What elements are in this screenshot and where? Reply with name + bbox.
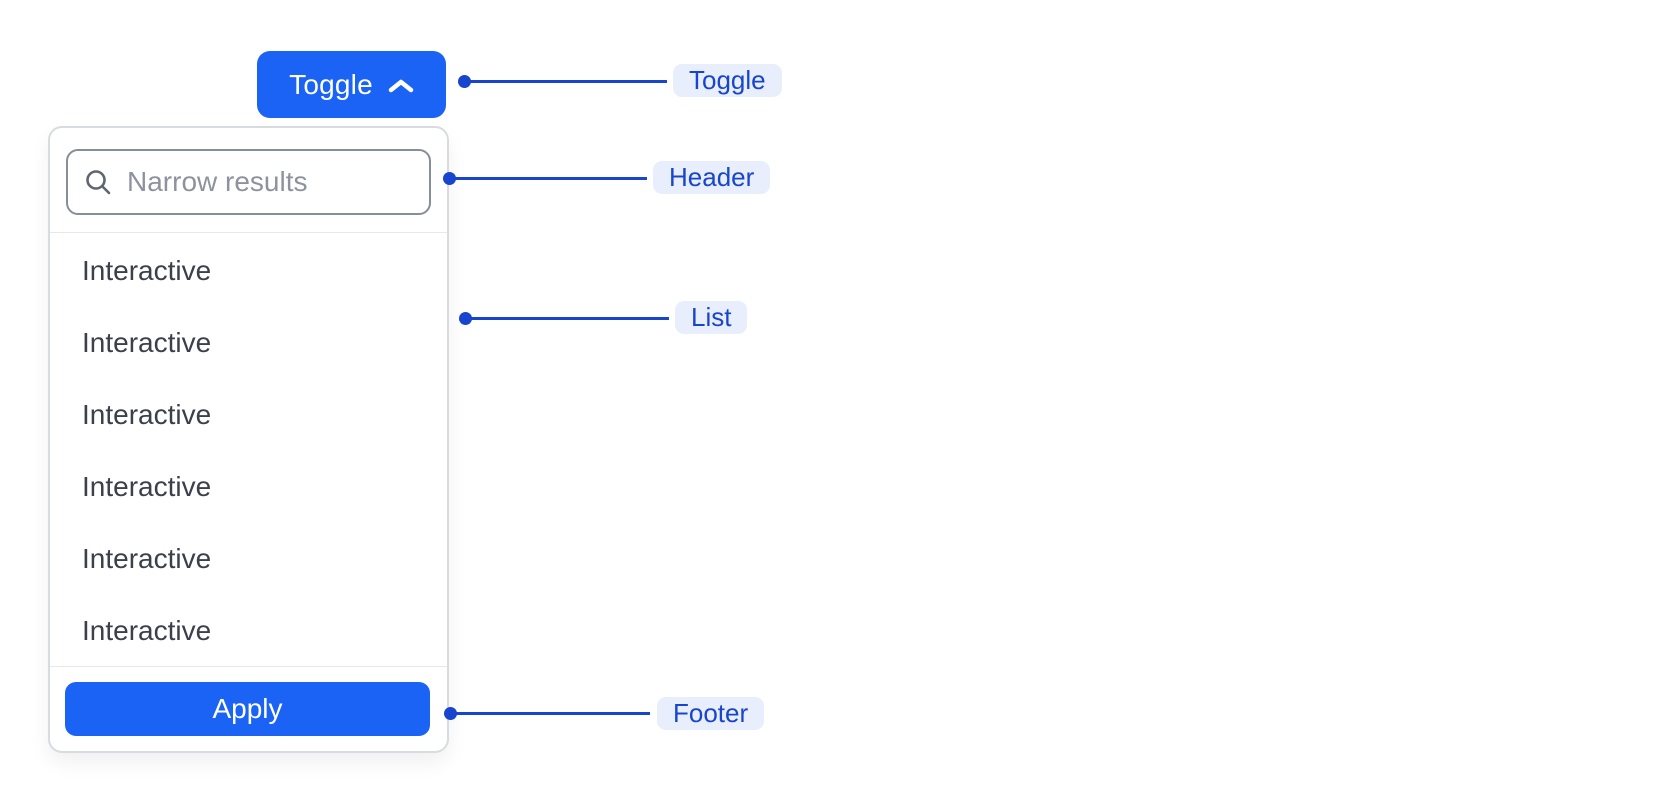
annotation-line-footer: [450, 712, 650, 715]
annotation-line-list: [465, 317, 669, 320]
search-input[interactable]: [125, 165, 413, 199]
annotation-line-toggle: [464, 80, 667, 83]
annotation-label-toggle: Toggle: [673, 64, 782, 97]
dropdown-header: [50, 128, 447, 233]
dropdown-list: Interactive Interactive Interactive Inte…: [50, 233, 447, 666]
annotation-label-footer: Footer: [657, 697, 765, 730]
search-box[interactable]: [66, 149, 431, 215]
toggle-button[interactable]: Toggle: [257, 51, 446, 118]
list-item[interactable]: Interactive: [82, 255, 212, 286]
annotation-label-header: Header: [653, 161, 771, 194]
search-icon: [84, 168, 112, 196]
toggle-button-label: Toggle: [289, 68, 373, 100]
list-item[interactable]: Interactive: [82, 327, 212, 358]
list-item[interactable]: Interactive: [82, 543, 212, 574]
apply-button[interactable]: Apply: [65, 682, 430, 736]
chevron-up-icon: [388, 79, 414, 93]
dropdown-panel: Interactive Interactive Interactive Inte…: [48, 126, 449, 753]
list-item[interactable]: Interactive: [82, 471, 212, 502]
dropdown-footer: Apply: [50, 666, 447, 751]
list-item[interactable]: Interactive: [82, 615, 212, 646]
annotation-line-header: [449, 177, 647, 180]
annotation-label-list: List: [675, 301, 748, 334]
list-item[interactable]: Interactive: [82, 399, 212, 430]
